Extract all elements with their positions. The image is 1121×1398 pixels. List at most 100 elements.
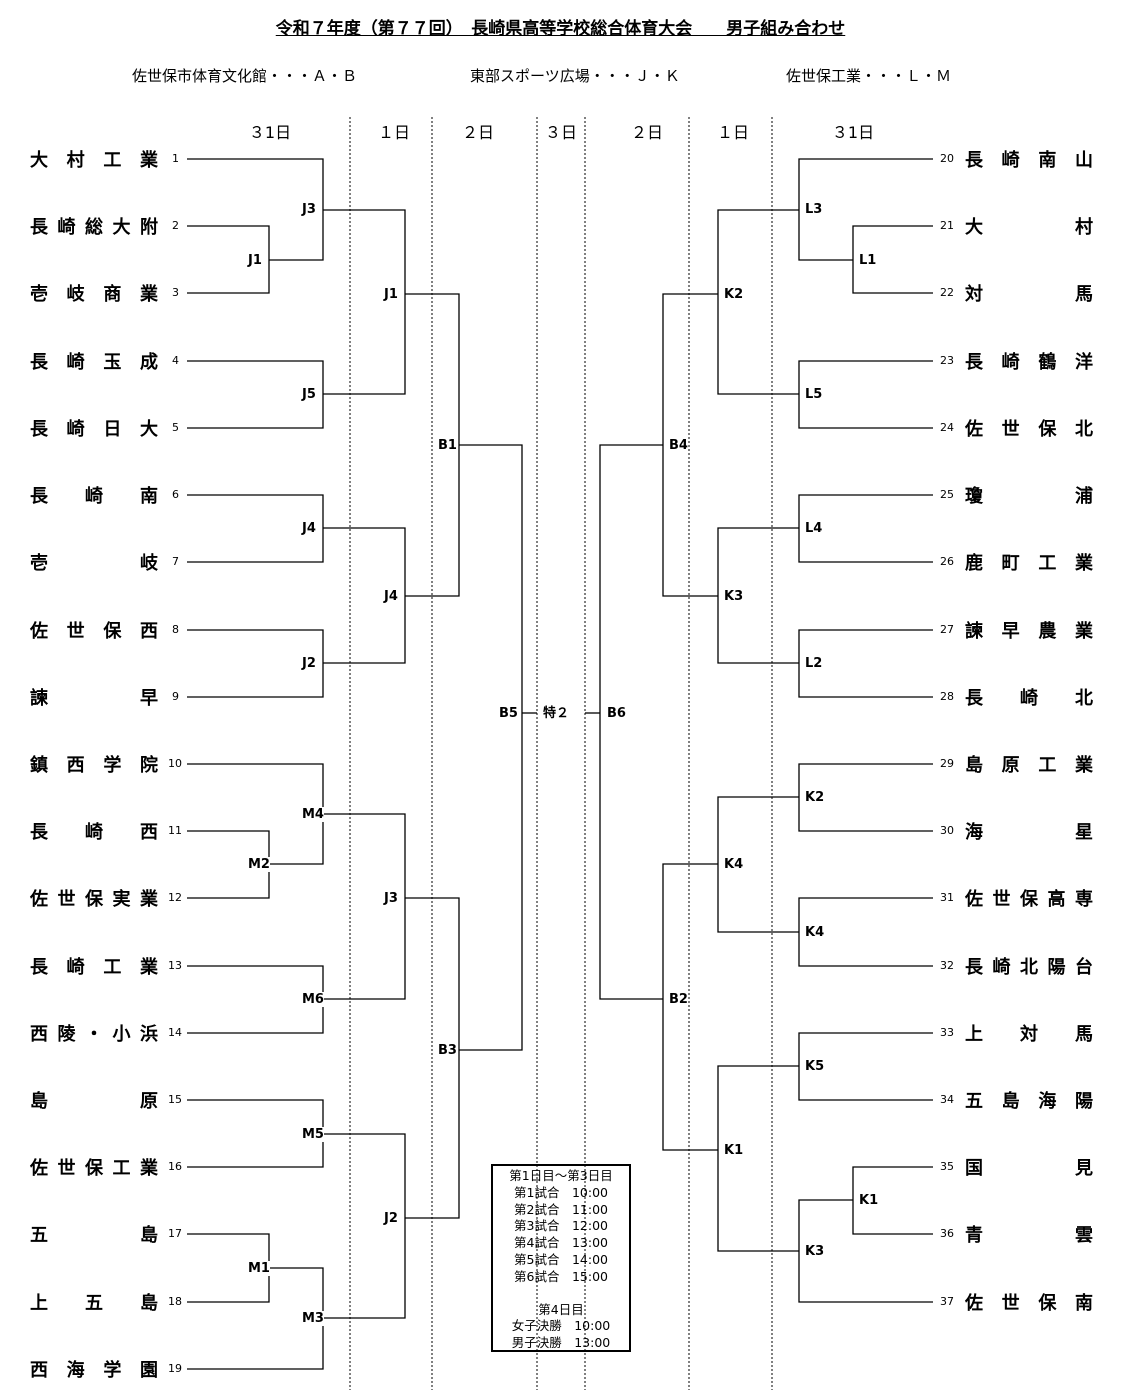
team-name: 島原 [30, 1091, 158, 1112]
team-number: 30 [940, 824, 954, 837]
team-number: 13 [168, 959, 182, 972]
match-label: J3 [384, 891, 398, 906]
venue-lm: 佐世保工業・・・Ｌ・Ｍ [786, 67, 952, 85]
match-label: J4 [384, 589, 398, 604]
match-label: J1 [384, 287, 398, 302]
team-name: 佐世保実業 [30, 889, 158, 910]
day-label: ３日 [544, 123, 577, 142]
team-name: 壱岐 [30, 553, 158, 574]
match-label: B1 [438, 438, 457, 453]
team-number: 11 [168, 824, 182, 837]
team-name: 諫早農業 [965, 621, 1093, 642]
team-number: 27 [940, 623, 954, 636]
team-number: 4 [172, 354, 179, 367]
team-name: 西海学園 [30, 1360, 158, 1381]
match-label: L2 [805, 656, 823, 671]
match-label: J3 [302, 202, 316, 217]
schedule-box: 第1日目～第3日目 第1試合 10:00 第2試合 11:00 第3試合 12:… [491, 1164, 631, 1352]
page-title: 令和７年度（第７７回） 長崎県高等学校総合体育大会 男子組み合わせ [275, 19, 846, 39]
match-label: K5 [805, 1059, 825, 1074]
team-number: 15 [168, 1093, 182, 1106]
team-name: 長崎北陽台 [965, 957, 1093, 978]
match-label: J1 [248, 253, 262, 268]
match-label: J2 [384, 1211, 398, 1226]
team-number: 2 [172, 219, 179, 232]
day-label: ２日 [461, 123, 494, 142]
team-number: 23 [940, 354, 954, 367]
match-label: K3 [805, 1244, 825, 1259]
match-label: L3 [805, 202, 823, 217]
team-name: 西陵・小浜 [30, 1024, 158, 1045]
match-label: K1 [724, 1143, 744, 1158]
team-name: 上五島 [30, 1293, 158, 1314]
team-number: 12 [168, 891, 182, 904]
team-name: 佐世保南 [965, 1293, 1093, 1314]
team-number: 31 [940, 891, 954, 904]
team-name: 長崎日大 [30, 419, 158, 440]
match-label: K4 [724, 857, 744, 872]
team-number: 3 [172, 286, 179, 299]
team-name: 長崎総大附 [30, 217, 158, 238]
match-label: M5 [302, 1127, 324, 1142]
team-name: 海星 [965, 822, 1093, 843]
match-label: B6 [607, 706, 626, 721]
team-number: 22 [940, 286, 954, 299]
team-name: 長崎玉成 [30, 352, 158, 373]
team-name: 島原工業 [965, 755, 1093, 776]
team-name: 長崎南 [30, 486, 158, 507]
team-name: 国見 [965, 1158, 1093, 1179]
team-number: 18 [168, 1295, 182, 1308]
team-number: 36 [940, 1227, 954, 1240]
team-number: 19 [168, 1362, 182, 1375]
team-number: 10 [168, 757, 182, 770]
team-name: 佐世保西 [30, 621, 158, 642]
team-number: 16 [168, 1160, 182, 1173]
venue-jk: 東部スポーツ広場・・・Ｊ・Ｋ [470, 67, 680, 85]
match-label: J2 [302, 656, 316, 671]
schedule-row: 第2試合 11:00 [514, 1201, 608, 1217]
schedule-row: 第5試合 14:00 [514, 1251, 608, 1267]
match-label: K3 [724, 589, 744, 604]
day-label: ３1日 [248, 123, 292, 142]
match-label: M2 [248, 857, 270, 872]
team-number: 21 [940, 219, 954, 232]
team-name: 佐世保北 [965, 419, 1093, 440]
team-number: 14 [168, 1026, 182, 1039]
venue-ab: 佐世保市体育文化館・・・Ａ・Ｂ [132, 67, 358, 85]
match-label: B5 [499, 706, 518, 721]
schedule-row: 男子決勝 13:00 [511, 1335, 611, 1351]
team-name: 対馬 [965, 284, 1093, 305]
team-number: 8 [172, 623, 179, 636]
match-label: M6 [302, 992, 324, 1007]
match-label: K4 [805, 925, 825, 940]
day-label: ３1日 [831, 123, 875, 142]
team-number: 5 [172, 421, 179, 434]
team-number: 1 [172, 152, 179, 165]
team-name: 長崎工業 [30, 957, 158, 978]
team-number: 9 [172, 690, 179, 703]
schedule-row: 第3試合 12:00 [514, 1218, 608, 1234]
team-number: 25 [940, 488, 954, 501]
schedule-row: 第4試合 13:00 [514, 1235, 608, 1251]
match-label: M1 [248, 1261, 270, 1276]
team-name: 上対馬 [965, 1024, 1093, 1045]
match-label: L5 [805, 387, 823, 402]
team-name: 諫早 [30, 688, 158, 709]
team-name: 長崎西 [30, 822, 158, 843]
team-number: 20 [940, 152, 954, 165]
team-number: 37 [940, 1295, 954, 1308]
team-number: 33 [940, 1026, 954, 1039]
team-number: 35 [940, 1160, 954, 1173]
day-label: １日 [716, 123, 749, 142]
team-name: 青雲 [965, 1225, 1093, 1246]
team-name: 佐世保高専 [965, 889, 1093, 910]
final-label: 特２ [543, 706, 570, 721]
day-label: １日 [377, 123, 410, 142]
team-name: 長崎鶴洋 [965, 352, 1093, 373]
team-number: 32 [940, 959, 954, 972]
schedule-header: 第1日目～第3日目 [509, 1168, 613, 1183]
match-label: K1 [859, 1193, 879, 1208]
team-number: 29 [940, 757, 954, 770]
schedule-row: 第1試合 10:00 [514, 1184, 608, 1200]
